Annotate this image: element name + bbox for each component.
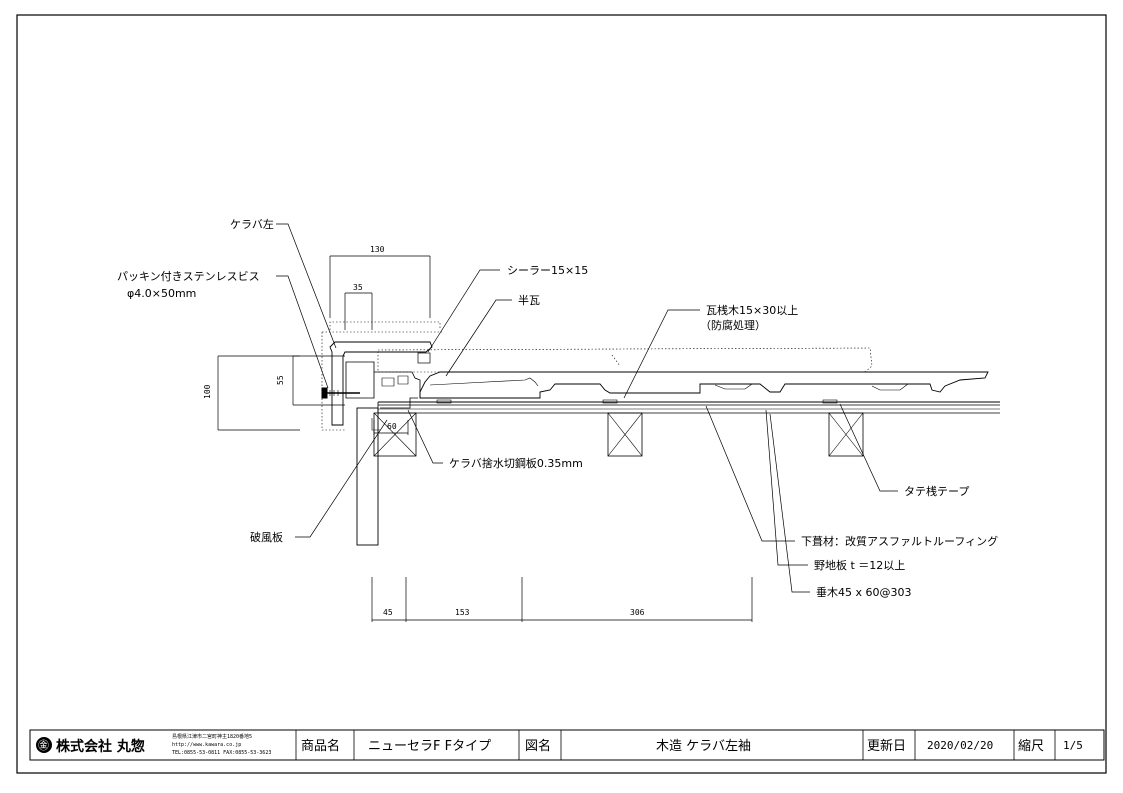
sheet-border [16,14,1107,774]
dim-45: 45 [383,608,393,617]
stainless-screw-icon [321,387,360,399]
label-flashing: ケラバ捨水切鋼板0.35mm [449,456,583,470]
batten-3 [822,399,838,404]
rafter-2 [607,412,643,457]
batten-2 [602,399,618,404]
drawing-name: 木造 ケラバ左袖 [656,739,751,754]
tile-hidden-outline [377,347,873,373]
label-barge-board: 破風板 [250,530,283,544]
company-phone: TEL:0855-53-0811 FAX:0855-53-3623 [172,750,271,756]
dimension-texts: 130 35 55 100 60 45 153 306 [203,245,645,617]
dim-60: 60 [387,422,397,431]
dim-153: 153 [455,608,470,617]
dim-55: 55 [276,375,285,385]
flat-tile-profile [419,371,989,399]
label-vertical-tape: タテ桟テープ [904,484,969,498]
company-logo-mark: ㊎ [38,739,49,752]
dimension-lines [217,255,753,622]
leader-lines [276,223,898,593]
product-label: 商品名 [301,738,340,754]
label-rafter: 垂木45 x 60@303 [816,586,912,599]
updated-label: 更新日 [867,738,906,754]
company-address: 島根県江津市二宮町神主1820番地5 [172,733,252,740]
label-batten-note: （防腐処理） [700,318,766,332]
company-name: 株式会社 丸惣 [56,738,145,755]
labels: ケラバ左 パッキン付きステンレスビス φ4.0×50mm シーラー15×15 半… [117,218,998,599]
company-logo-icon [36,737,52,753]
roof-structure [321,321,1000,546]
scale-label: 縮尺 [1018,738,1044,754]
title-block: ㊎ 株式会社 丸惣 島根県江津市二宮町神主1820番地5 http://www.… [29,729,1105,761]
label-half-tile: 半瓦 [518,293,540,307]
drawing-label: 図名 [525,738,551,754]
label-sheathing: 野地板 t ＝12以上 [814,558,905,572]
label-screw-size: φ4.0×50mm [127,287,196,300]
sealer [417,352,431,364]
flashing-plate [380,397,418,409]
dim-100: 100 [203,384,212,399]
product-name: ニューセラF Fタイプ [368,739,491,754]
dim-35: 35 [353,283,363,292]
dim-130: 130 [370,245,385,254]
company-url: http://www.kawara.co.jp [172,742,241,748]
batten-1 [436,399,452,404]
keraba-tile [329,341,433,426]
label-sealer: シーラー15×15 [507,264,588,277]
label-batten: 瓦桟木15×30以上 [706,303,798,317]
label-keraba-left: ケラバ左 [230,218,274,231]
barge-board [356,407,379,546]
label-underlay: 下葺材：改質アスファルトルーフィング [801,534,998,548]
scale-value: 1/5 [1063,739,1083,752]
label-packing-screw: パッキン付きステンレスビス [117,270,260,283]
dim-306: 306 [630,608,645,617]
updated-date: 2020/02/20 [927,739,993,752]
rafter-3 [828,412,864,457]
